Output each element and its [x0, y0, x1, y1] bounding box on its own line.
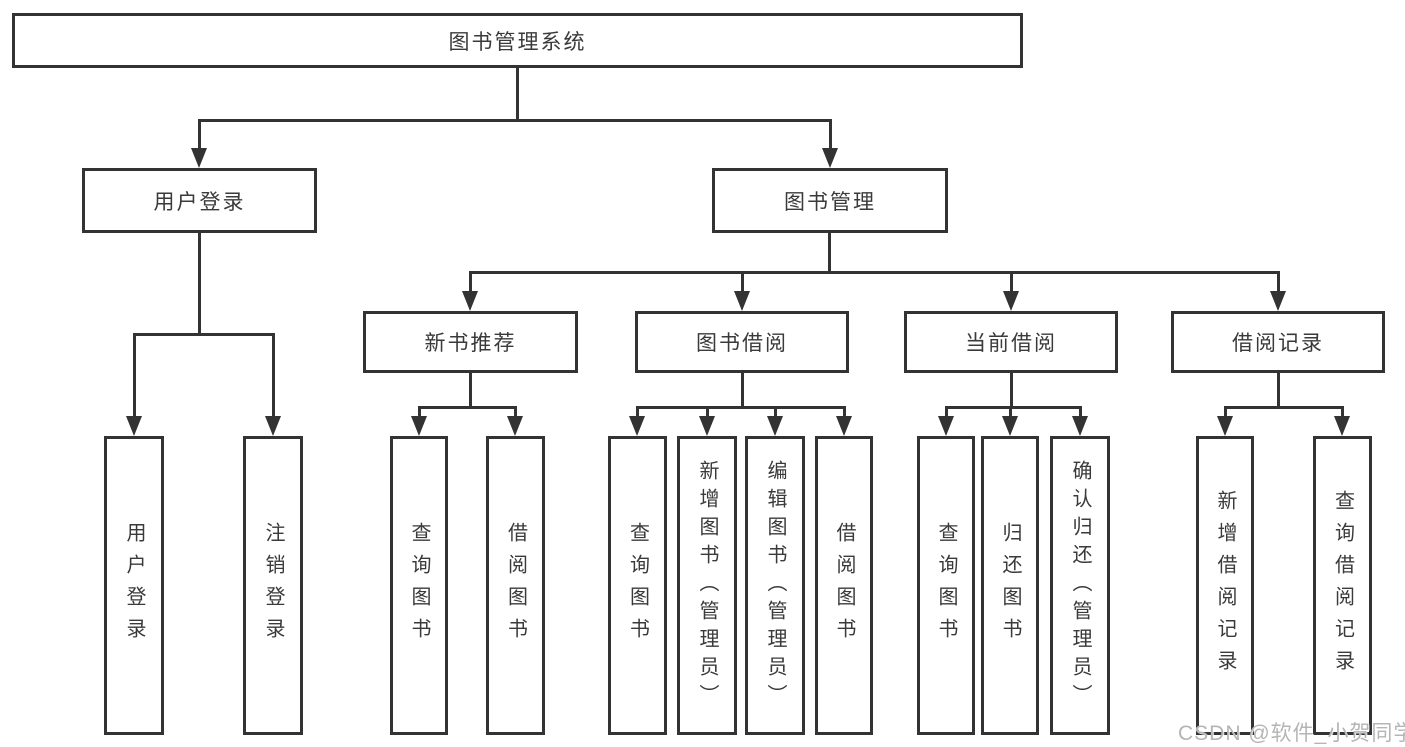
node-add-books-admin: 新增图书（管理员） — [677, 436, 737, 735]
connector-segment — [1277, 271, 1280, 293]
node-label: 用户登录 — [123, 521, 145, 650]
arrow-down-icon — [629, 416, 645, 436]
node-add-borrow-record: 新增借阅记录 — [1196, 436, 1254, 735]
node-root: 图书管理系统 — [12, 13, 1023, 68]
connector-segment — [1277, 372, 1280, 408]
connector-segment — [418, 406, 517, 409]
node-label: 借阅图书 — [504, 521, 527, 650]
connector-segment — [636, 406, 639, 418]
node-user-login-leaf: 用户登录 — [104, 436, 164, 735]
connector-segment — [1224, 406, 1344, 409]
arrow-down-icon — [734, 291, 750, 311]
node-book-borrowing: 图书借阅 — [635, 311, 849, 373]
arrow-down-icon — [1002, 416, 1018, 436]
node-book-management: 图书管理 — [712, 168, 948, 233]
arrow-down-icon — [938, 416, 954, 436]
arrow-down-icon — [822, 148, 838, 168]
node-label: 查询图书 — [935, 521, 957, 650]
node-logout: 注销登录 — [243, 436, 303, 735]
connector-segment — [133, 333, 275, 336]
arrow-down-icon — [1270, 291, 1286, 311]
connector-segment — [1224, 406, 1227, 418]
connector-segment — [1079, 406, 1082, 418]
connector-segment — [636, 406, 846, 409]
node-label: 用户登录 — [153, 190, 246, 214]
arrow-down-icon — [767, 416, 783, 436]
connector-segment — [133, 333, 136, 417]
connector-segment — [198, 119, 201, 150]
node-label: 图书借阅 — [696, 332, 788, 355]
node-label: 借阅记录 — [1232, 332, 1324, 355]
node-label: 新增借阅记录 — [1214, 489, 1236, 682]
connector-segment — [469, 372, 472, 408]
arrow-down-icon — [699, 416, 715, 436]
node-query-books-borrowing: 查询图书 — [608, 436, 667, 735]
node-label: 注销登录 — [262, 521, 284, 650]
node-label: 图书管理 — [784, 190, 876, 214]
connector-segment — [198, 232, 201, 335]
connector-segment — [829, 119, 832, 150]
connector-segment — [514, 406, 517, 418]
node-label: 归还图书 — [999, 521, 1021, 650]
connector-segment — [272, 333, 275, 417]
node-user-login: 用户登录 — [82, 168, 317, 233]
arrow-down-icon — [1217, 416, 1233, 436]
connector-segment — [843, 406, 846, 418]
connector-segment — [516, 68, 519, 120]
connector-segment — [469, 271, 1280, 274]
connector-segment — [945, 406, 948, 418]
connector-segment — [945, 406, 1082, 409]
node-borrow-books-leaf: 借阅图书 — [815, 436, 873, 735]
node-current-borrowing: 当前借阅 — [904, 311, 1118, 373]
node-label: 借阅图书 — [833, 521, 855, 650]
node-borrow-records: 借阅记录 — [1171, 311, 1385, 373]
connector-segment — [198, 119, 832, 122]
arrow-down-icon — [126, 416, 142, 436]
connector-segment — [469, 271, 472, 293]
node-query-books-current: 查询图书 — [917, 436, 975, 735]
connector-segment — [1010, 372, 1013, 408]
node-label: 确认归还（管理员） — [1069, 459, 1091, 712]
node-label: 新书推荐 — [424, 332, 517, 355]
node-label: 图书管理系统 — [448, 30, 587, 54]
node-label: 新增图书（管理员） — [696, 459, 718, 712]
arrow-down-icon — [836, 416, 852, 436]
node-new-book-recommend: 新书推荐 — [363, 311, 578, 373]
node-query-borrow-record: 查询借阅记录 — [1313, 436, 1372, 735]
connector-segment — [741, 372, 744, 408]
node-label: 编辑图书（管理员） — [764, 459, 786, 712]
connector-segment — [706, 406, 709, 418]
arrow-down-icon — [265, 416, 281, 436]
node-label: 查询借阅记录 — [1331, 489, 1354, 682]
node-label: 当前借阅 — [965, 332, 1057, 355]
arrow-down-icon — [1334, 416, 1350, 436]
connector-segment — [774, 406, 777, 418]
arrow-down-icon — [191, 148, 207, 168]
arrow-down-icon — [1072, 416, 1088, 436]
node-return-books: 归还图书 — [981, 436, 1039, 735]
arrow-down-icon — [1003, 291, 1019, 311]
arrow-down-icon — [462, 291, 478, 311]
connector-segment — [1010, 271, 1013, 293]
watermark: CSDN @软件_小贺同学 — [1178, 722, 1405, 745]
node-label: 查询图书 — [626, 521, 649, 650]
arrow-down-icon — [507, 416, 523, 436]
connector-segment — [1009, 406, 1012, 418]
node-edit-books-admin: 编辑图书（管理员） — [745, 436, 805, 735]
node-confirm-return-admin: 确认归还（管理员） — [1050, 436, 1110, 735]
arrow-down-icon — [411, 416, 427, 436]
connector-segment — [828, 232, 831, 273]
connector-segment — [741, 271, 744, 293]
node-query-books-recommend: 查询图书 — [390, 436, 448, 735]
node-borrow-books-recommend: 借阅图书 — [486, 436, 545, 735]
node-label: 查询图书 — [408, 521, 430, 650]
connector-segment — [418, 406, 421, 418]
connector-segment — [1341, 406, 1344, 418]
